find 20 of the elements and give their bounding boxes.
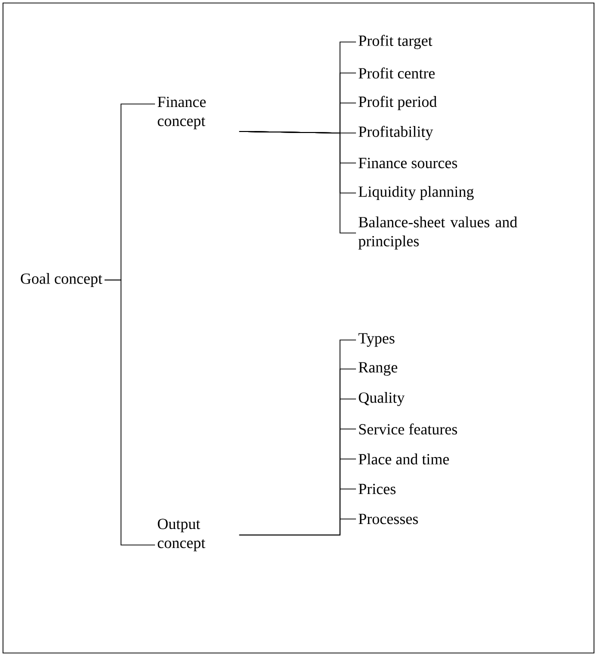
label: Range [358, 362, 398, 376]
label: Liquidity planning [358, 186, 474, 200]
label: Finance concept [158, 96, 206, 130]
label: Profitability [358, 126, 434, 140]
label: Balance-sheet values and principles [358, 216, 518, 250]
label: Profit period [358, 96, 437, 110]
connector [239, 131, 356, 234]
connector [239, 518, 356, 536]
label: Profit centre [358, 67, 435, 79]
connector [104, 280, 156, 546]
label: Processes [358, 514, 418, 524]
label: Goal concept [20, 272, 102, 288]
label: Finance sources [358, 158, 458, 168]
label: Quality [358, 392, 405, 406]
label: Output concept [158, 518, 206, 552]
label: Types [358, 333, 394, 347]
label: Prices [358, 484, 396, 494]
label: Profit target [358, 34, 432, 50]
label: Place and time [358, 454, 449, 464]
label: Service features [359, 423, 458, 435]
